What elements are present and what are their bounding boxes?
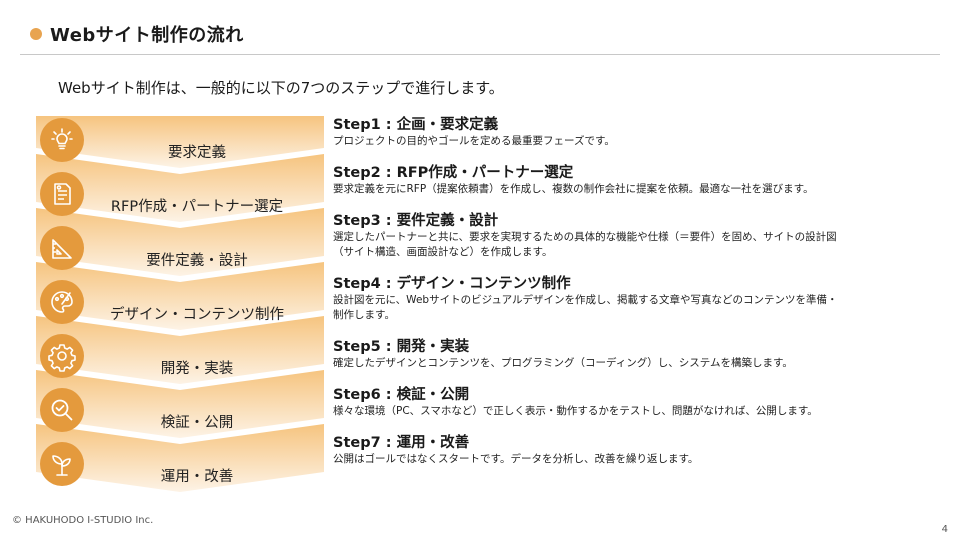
step-4-title: Step4 : デザイン・コンテンツ制作	[333, 276, 571, 292]
step-5-desc: 確定したデザインとコンテンツを、プログラミング（コーディング）し、システムを構築…	[333, 357, 793, 369]
step-4-desc-line2: 制作します。	[333, 309, 395, 321]
step-1-title: Step1 : 企画・要求定義	[333, 117, 499, 133]
palette-icon	[40, 280, 84, 324]
funnel-label-5: 開発・実装	[160, 361, 234, 377]
intro-text: Webサイト制作は、一般的に以下の7つのステップで進行します。	[58, 79, 504, 97]
copyright-text: © HAKUHODO I-STUDIO Inc.	[12, 515, 154, 526]
step-1: Step1 : 企画・要求定義 プロジェクトの目的やゴールを定める最重要フェーズ…	[333, 116, 615, 149]
step-7-title: Step7 : 運用・改善	[333, 435, 470, 451]
title-bullet	[30, 28, 42, 40]
step-5: Step5 : 開発・実装 確定したデザインとコンテンツを、プログラミング（コー…	[333, 338, 793, 371]
funnel-chevron-4	[36, 262, 324, 330]
funnel-label-1: 要求定義	[168, 145, 226, 161]
sprout-icon	[40, 442, 84, 486]
step-3: Step3 : 要件定義・設計 選定したパートナーと共に、要求を実現するための具…	[333, 212, 837, 260]
funnel-label-6: 検証・公開	[160, 415, 234, 431]
step-2-desc: 要求定義を元にRFP（提案依頼書）を作成し、複数の制作会社に提案を依頼。最適な一…	[333, 183, 814, 195]
step-3-desc-line2: （サイト構造、画面設計など）を作成します。	[333, 246, 553, 258]
magnifier-check-icon	[40, 388, 84, 432]
funnel-chevron-6	[36, 370, 324, 438]
page-title: Webサイト制作の流れ	[50, 25, 244, 46]
step-6: Step6 : 検証・公開 様々な環境（PC、スマホなど）で正しく表示・動作する…	[333, 386, 818, 419]
step-1-desc: プロジェクトの目的やゴールを定める最重要フェーズです。	[333, 135, 615, 147]
gear-icon	[40, 334, 84, 378]
step-2: Step2 : RFP作成・パートナー選定 要求定義を元にRFP（提案依頼書）を…	[333, 164, 814, 197]
step-5-title: Step5 : 開発・実装	[333, 339, 470, 355]
step-2-title: Step2 : RFP作成・パートナー選定	[333, 165, 574, 181]
funnel-label-4: デザイン・コンテンツ制作	[110, 307, 284, 323]
funnel-chevron-1	[36, 116, 324, 168]
step-4-desc-line1: 設計図を元に、Webサイトのビジュアルデザインを作成し、掲載する文章や写真などの…	[333, 294, 838, 306]
page-number: 4	[941, 524, 948, 535]
funnel-chevrons	[36, 116, 324, 492]
funnel-label-7: 運用・改善	[160, 469, 234, 485]
funnel-chevron-7	[36, 424, 324, 492]
step-6-title: Step6 : 検証・公開	[333, 387, 470, 403]
step-3-title: Step3 : 要件定義・設計	[333, 213, 499, 229]
step-7-desc: 公開はゴールではなくスタートです。データを分析し、改善を繰り返します。	[333, 453, 699, 465]
step-7: Step7 : 運用・改善 公開はゴールではなくスタートです。データを分析し、改…	[333, 434, 698, 467]
step-6-desc: 様々な環境（PC、スマホなど）で正しく表示・動作するかをテストし、問題がなければ…	[333, 405, 818, 417]
document-icon	[40, 172, 84, 216]
funnel-chevron-2	[36, 154, 324, 222]
funnel-chevron-5	[36, 316, 324, 384]
step-4: Step4 : デザイン・コンテンツ制作 設計図を元に、Webサイトのビジュアル…	[333, 275, 838, 323]
process-funnel: 要求定義 RFP作成・パートナー選定 要件定義・設計 デザイン・コンテンツ制作 …	[36, 116, 326, 496]
funnel-label-2: RFP作成・パートナー選定	[110, 199, 284, 215]
funnel-label-3: 要件定義・設計	[146, 253, 248, 269]
lightbulb-icon	[40, 118, 84, 162]
title-divider	[20, 54, 940, 55]
step-3-desc-line1: 選定したパートナーと共に、要求を実現するための具体的な機能や仕様（＝要件）を固め…	[333, 231, 837, 243]
ruler-icon	[40, 226, 84, 270]
funnel-chevron-3	[36, 208, 324, 276]
